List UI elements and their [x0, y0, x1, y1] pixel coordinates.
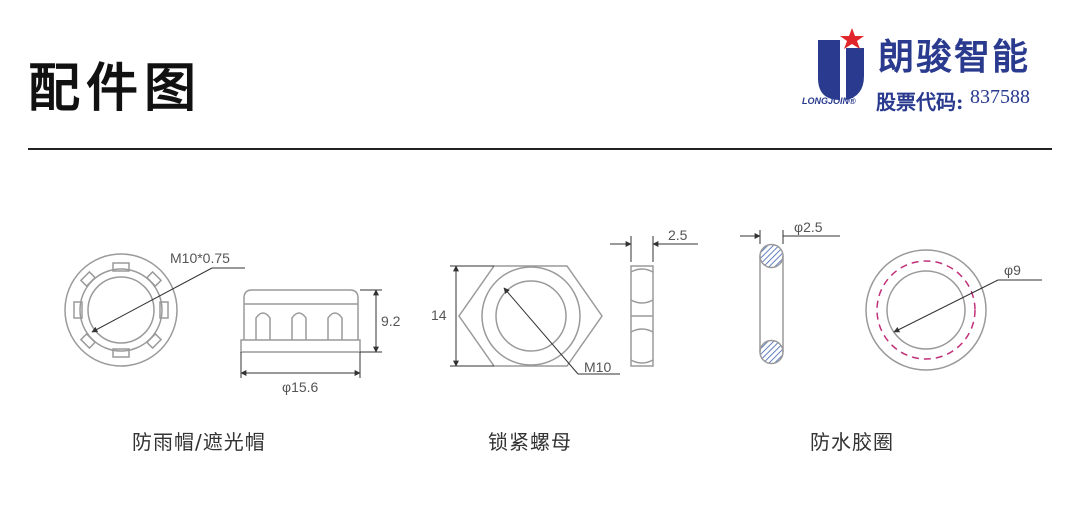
dim-nut-thickness-label: 2.5 [668, 227, 688, 243]
caption-rain-cap: 防雨帽/遮光帽 [132, 430, 266, 454]
stock-label: 股票代码: [876, 90, 964, 114]
lock-nut-thread-dim [503, 287, 620, 375]
rain-cap-height-dim [360, 289, 382, 353]
o-ring-inner-dim [893, 279, 1042, 333]
rain-cap-thread-dim: M10*0.75 [91, 250, 245, 333]
lock-nut-height-dim [450, 265, 494, 367]
o-ring-cross-section-dim [740, 230, 840, 244]
o-ring-section-view [759, 243, 784, 365]
dim-thread-label: M10*0.75 [170, 250, 230, 266]
caption-lock-nut: 锁紧螺母 [488, 430, 572, 454]
dim-nut-height-label: 14 [431, 307, 447, 323]
logo-mark-icon [818, 28, 864, 100]
lock-nut-side-view [630, 265, 654, 367]
lock-nut-thickness-dim [610, 236, 698, 262]
stock-code: 837588 [970, 86, 1030, 108]
brand-name: 朗骏智能 [878, 36, 1031, 78]
header-divider [28, 148, 1052, 150]
page-title: 配件图 [28, 59, 203, 119]
rain-cap-top-view [64, 253, 178, 367]
dim-nut-thread-label: M10 [584, 359, 611, 375]
dim-cross-section-label: φ2.5 [794, 219, 823, 235]
caption-o-ring: 防水胶圈 [810, 430, 894, 454]
dim-height-label: 9.2 [381, 313, 401, 329]
o-ring-front-view [865, 249, 987, 371]
dim-diameter-label: φ15.6 [282, 379, 319, 395]
dim-inner-label: φ9 [1004, 262, 1021, 278]
brand-logo: 朗骏智能 LONGJOIN® 股票代码: 837588 [800, 22, 1060, 122]
brand-latin: LONGJOIN® [802, 96, 856, 106]
rain-cap-side-view [240, 289, 361, 353]
lock-nut-front-view [458, 265, 603, 367]
rain-cap-diameter-dim [240, 352, 361, 378]
